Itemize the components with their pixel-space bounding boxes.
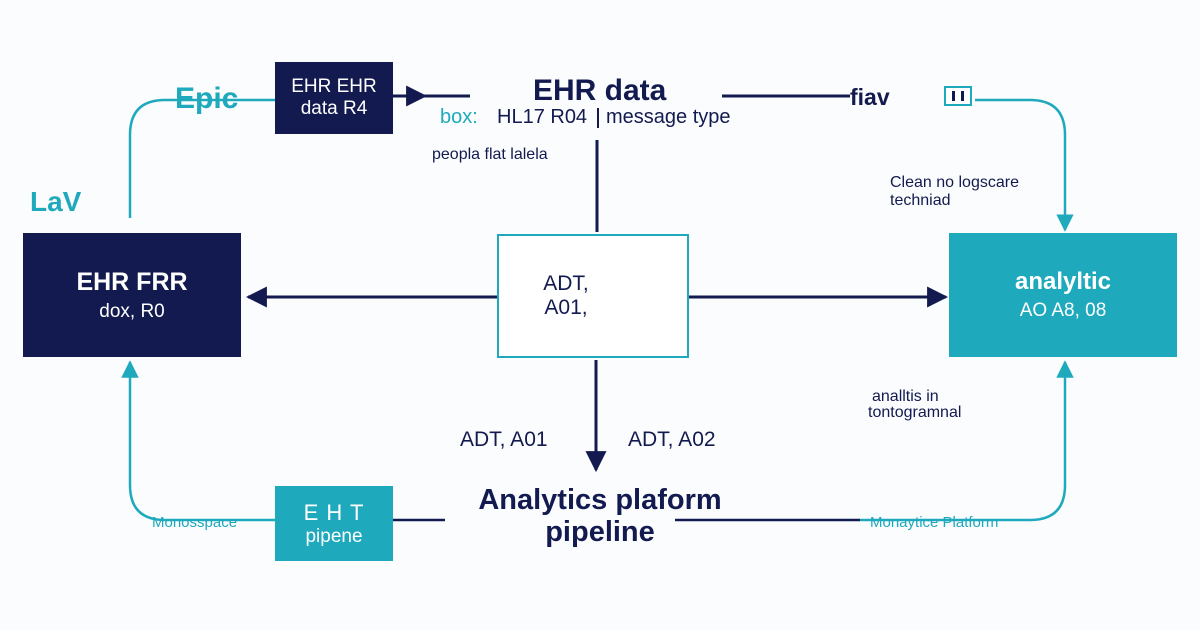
clean-label-line2: techniad: [890, 192, 951, 209]
header-hl7-label: HL17 R04: [497, 106, 588, 128]
left-ehr-box: EHR FRR dox, R0: [23, 233, 241, 357]
top-ehr-box-line2: data R4: [300, 98, 368, 119]
right-analytic-box-line1: analyltic: [1014, 268, 1112, 295]
clean-label-line1: Clean no logscare: [890, 174, 1019, 191]
fiav-badge-icon: [944, 86, 972, 106]
left-ehr-box-line2: dox, R0: [99, 300, 165, 322]
pipeline-title: Analytics plaform pipeline: [440, 484, 760, 548]
pipeline-title-line2: pipeline: [545, 516, 655, 548]
teal-connector-right-top: [975, 98, 1074, 232]
analytics-note-line2: tontogramnal: [868, 404, 962, 421]
center-adt-box: ADT, A01,: [497, 234, 689, 358]
teal-connector-right-bottom: [1029, 360, 1074, 522]
top-ehr-box: EHR EHR data R4: [275, 62, 393, 134]
header-title: EHR data: [533, 74, 667, 107]
monospace-label: Monosspace: [152, 514, 238, 531]
left-ehr-box-line1: EHR FRR: [76, 267, 188, 296]
header-message-type: message type: [606, 106, 731, 128]
right-analytic-box-line2: AO A8, 08: [1019, 300, 1107, 321]
center-adt-box-line2: A01,: [544, 296, 588, 319]
center-adt-box-line1: ADT,: [543, 272, 589, 295]
teal-connector-left-bottom: [121, 360, 275, 522]
people-label: peopla flat lalela: [432, 146, 548, 163]
bottom-pipeline-box-line2: pipene: [305, 525, 363, 547]
top-ehr-box-line1: EHR EHR: [291, 76, 377, 97]
lav-label: LaV: [30, 186, 82, 217]
pipeline-title-line1: Analytics plaform: [478, 484, 722, 516]
epic-label: Epic: [175, 82, 239, 115]
fiav-label: fiav: [850, 84, 890, 111]
bottom-pipeline-box: E H T pipene: [275, 486, 393, 561]
analytics-note-line1: analltis in: [872, 388, 939, 405]
fiav-label-text: fiav: [850, 84, 890, 110]
bottom-pipeline-box-line1: E H T: [303, 499, 365, 525]
adt-a02-label: ADT, A02: [628, 428, 716, 451]
adt-a01-label: ADT, A01: [460, 428, 548, 451]
right-analytic-box: analyltic AO A8, 08: [949, 233, 1177, 357]
teal-connector-left-top: [128, 98, 275, 218]
header-box-label: box:: [440, 106, 478, 128]
monaytice-platform-label: Monaytice Platform: [870, 514, 999, 531]
